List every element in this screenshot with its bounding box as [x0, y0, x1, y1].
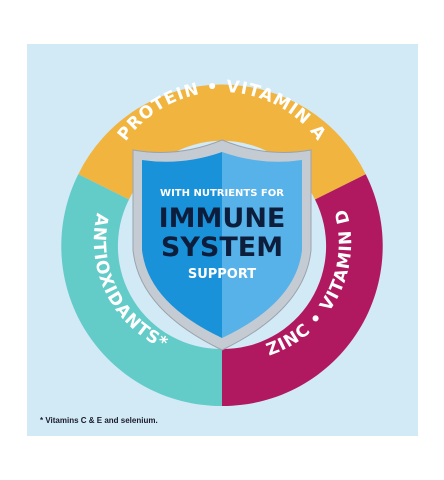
shield-title-line2: SYSTEM [161, 232, 283, 263]
shield-title-line3: SUPPORT [188, 267, 256, 282]
shield-subtitle: WITH NUTRIENTS FOR [160, 188, 284, 199]
ring-segment-right [222, 174, 383, 407]
footnote: * Vitamins C & E and selenium. [40, 416, 158, 425]
ring-segment-left [61, 174, 222, 407]
shield-inner-left [142, 152, 222, 338]
ring-segment-top [78, 84, 366, 200]
shield-title-line1: IMMUNE [159, 203, 286, 234]
shield-inner-right [222, 152, 302, 338]
shield-icon [132, 139, 312, 351]
